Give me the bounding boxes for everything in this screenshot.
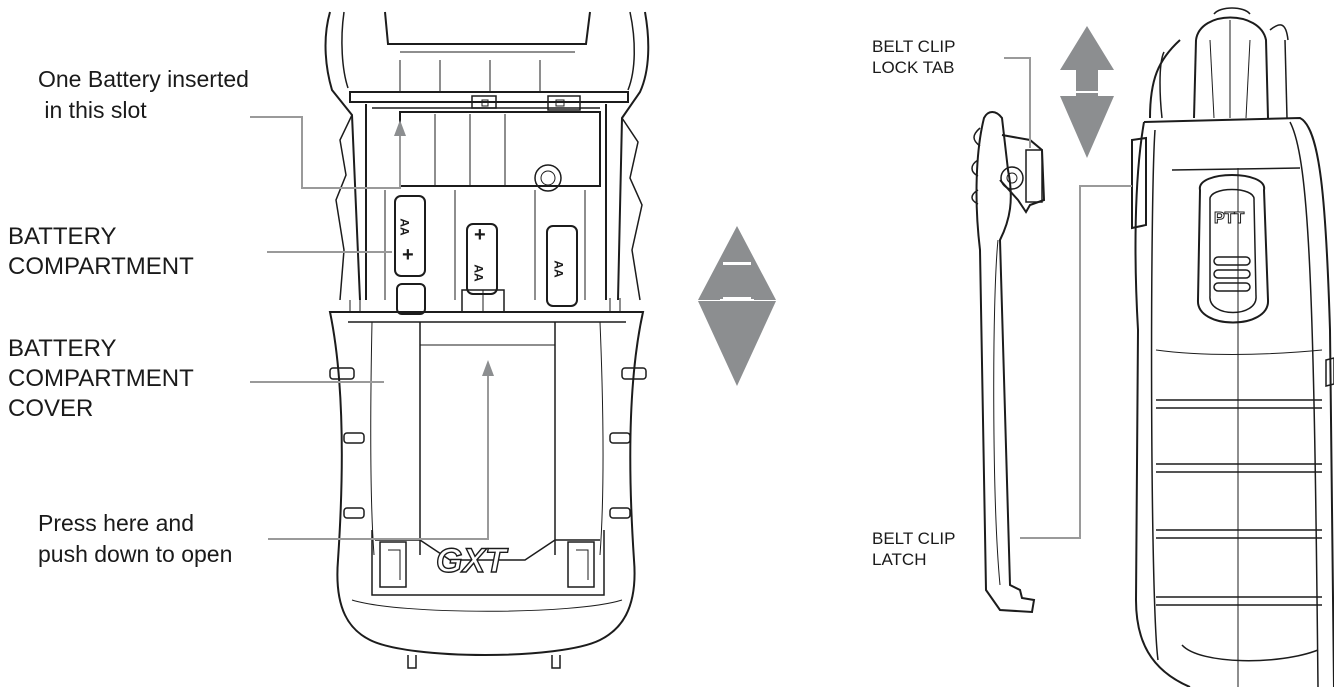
ptt-button-label: PTT bbox=[1213, 210, 1245, 228]
label-press-here: Press here and push down to open bbox=[38, 508, 232, 570]
battery-label-aa-center: AA bbox=[471, 264, 486, 282]
leader-lines bbox=[250, 57, 1132, 540]
label-belt-clip-lock-tab: BELT CLIP LOCK TAB bbox=[872, 36, 955, 78]
belt-clip-drawing bbox=[971, 111, 1046, 614]
battery-plus-center: + bbox=[474, 224, 486, 246]
radio-side-view bbox=[1131, 7, 1334, 687]
label-line: push down to open bbox=[38, 541, 233, 567]
label-line: BELT CLIP bbox=[872, 37, 956, 56]
battery-plus-left: + bbox=[402, 244, 414, 266]
radio-back-view bbox=[324, 11, 650, 315]
small-double-headed-arrow-icon bbox=[1060, 26, 1114, 158]
label-battery-slot: One Battery inserted in this slot bbox=[38, 64, 249, 126]
label-battery-compartment: BATTERY COMPARTMENT bbox=[8, 222, 194, 282]
battery-compartment-cover-drawing bbox=[328, 311, 647, 669]
label-line: One Battery inserted bbox=[38, 66, 249, 92]
label-line: LATCH bbox=[872, 550, 927, 569]
label-line: LOCK TAB bbox=[872, 58, 955, 77]
label-line: Press here and bbox=[38, 510, 194, 536]
label-line: BELT CLIP bbox=[872, 529, 956, 548]
gxt-logo: GXT bbox=[435, 541, 506, 580]
label-line: COMPARTMENT bbox=[8, 365, 194, 392]
label-line: BATTERY bbox=[8, 223, 117, 250]
battery-label-aa-right: AA bbox=[551, 260, 566, 278]
label-line: in this slot bbox=[38, 97, 147, 123]
label-compartment-cover: BATTERY COMPARTMENT COVER bbox=[8, 334, 194, 424]
label-line: COVER bbox=[8, 395, 94, 422]
label-belt-clip-latch: BELT CLIP LATCH bbox=[872, 528, 955, 570]
label-line: BATTERY bbox=[8, 335, 117, 362]
double-headed-arrow-icon bbox=[698, 226, 776, 386]
label-line: COMPARTMENT bbox=[8, 253, 194, 280]
battery-label-aa-left: AA bbox=[397, 218, 412, 236]
